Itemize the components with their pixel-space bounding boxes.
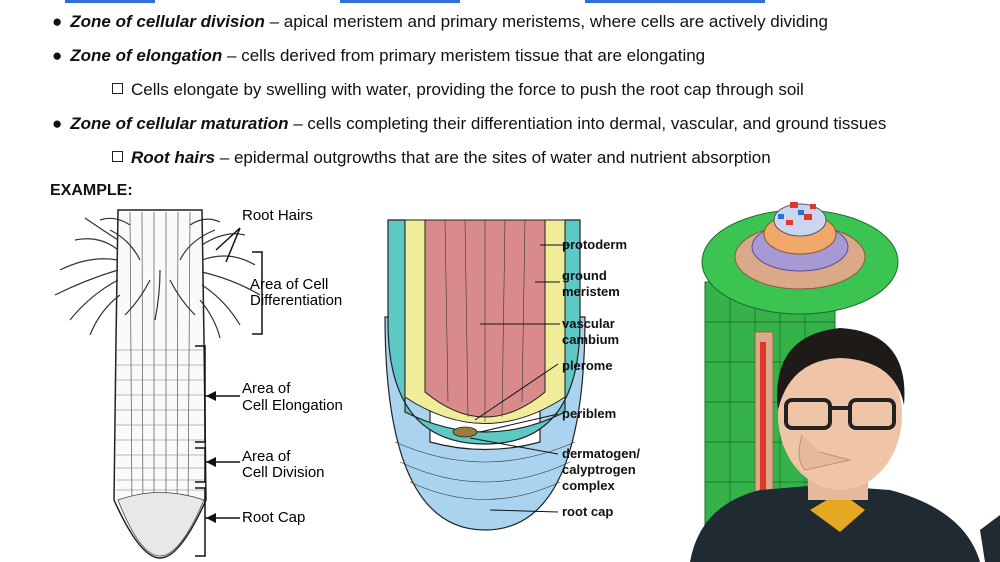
label-ground-1: ground <box>562 268 607 283</box>
label-cell-differentiation-2: Differentiation <box>250 292 342 309</box>
top-accent-line-2 <box>340 0 460 3</box>
desc-zone-division: – apical meristem and primary meristems,… <box>264 12 828 31</box>
desc-zone-maturation: – cells completing their differentiation… <box>288 114 887 133</box>
label-root-hairs: Root Hairs <box>242 207 313 224</box>
label-periblem: periblem <box>562 406 616 421</box>
sub-elongation: Cells elongate by swelling with water, p… <box>112 80 804 100</box>
label-protoderm: protoderm <box>562 237 627 252</box>
bullet-dot: ● <box>52 12 63 31</box>
label-cell-elongation-2: Cell Elongation <box>242 397 343 414</box>
top-accent-line-1 <box>65 0 155 3</box>
label-ground-2: meristem <box>562 284 620 299</box>
desc-root-hairs: – epidermal outgrowths that are the site… <box>215 148 771 167</box>
checkbox-bullet-icon <box>112 151 123 162</box>
bullet-dot: ● <box>52 114 63 133</box>
label-vascular-1: vascular <box>562 316 615 331</box>
term-zone-maturation: Zone of cellular maturation <box>70 114 289 133</box>
example-label: EXAMPLE: <box>50 182 133 199</box>
bullet-zone-division: ● Zone of cellular division – apical meri… <box>52 12 828 32</box>
checkbox-bullet-icon <box>112 83 123 94</box>
sub-elongation-text: Cells elongate by swelling with water, p… <box>131 80 804 99</box>
label-cell-division-2: Cell Division <box>242 464 325 481</box>
desc-zone-elongation: – cells derived from primary meristem ti… <box>222 46 706 65</box>
label-complex: complex <box>562 478 616 493</box>
root-tip-colored-diagram: protoderm ground meristem vascular cambi… <box>384 219 640 531</box>
term-zone-division: Zone of cellular division <box>70 12 265 31</box>
bullet-dot: ● <box>52 46 63 65</box>
label-cell-differentiation-1: Area of Cell <box>250 276 328 293</box>
term-root-hairs: Root hairs <box>131 148 216 167</box>
top-accent-line-3 <box>585 0 765 3</box>
label-vascular-2: cambium <box>562 332 619 347</box>
label-calyptrogen: calyptrogen <box>562 462 636 477</box>
root-zones-diagram: Root Hairs Area of Cell Differentiation … <box>54 207 343 559</box>
presenter-video-overlay <box>690 328 1000 562</box>
bullet-zone-elongation: ● Zone of elongation – cells derived from… <box>52 46 705 66</box>
label-root-cap: Root Cap <box>242 509 305 526</box>
label-plerome: plerome <box>562 358 613 373</box>
term-zone-elongation: Zone of elongation <box>70 46 223 65</box>
bullet-zone-maturation: ● Zone of cellular maturation – cells com… <box>52 114 886 134</box>
label-root-cap-2: root cap <box>562 504 613 519</box>
label-cell-division-1: Area of <box>242 448 291 465</box>
label-dermatogen: dermatogen/ <box>562 446 640 461</box>
label-cell-elongation-1: Area of <box>242 380 291 397</box>
sub-root-hairs: Root hairs – epidermal outgrowths that a… <box>112 148 771 168</box>
